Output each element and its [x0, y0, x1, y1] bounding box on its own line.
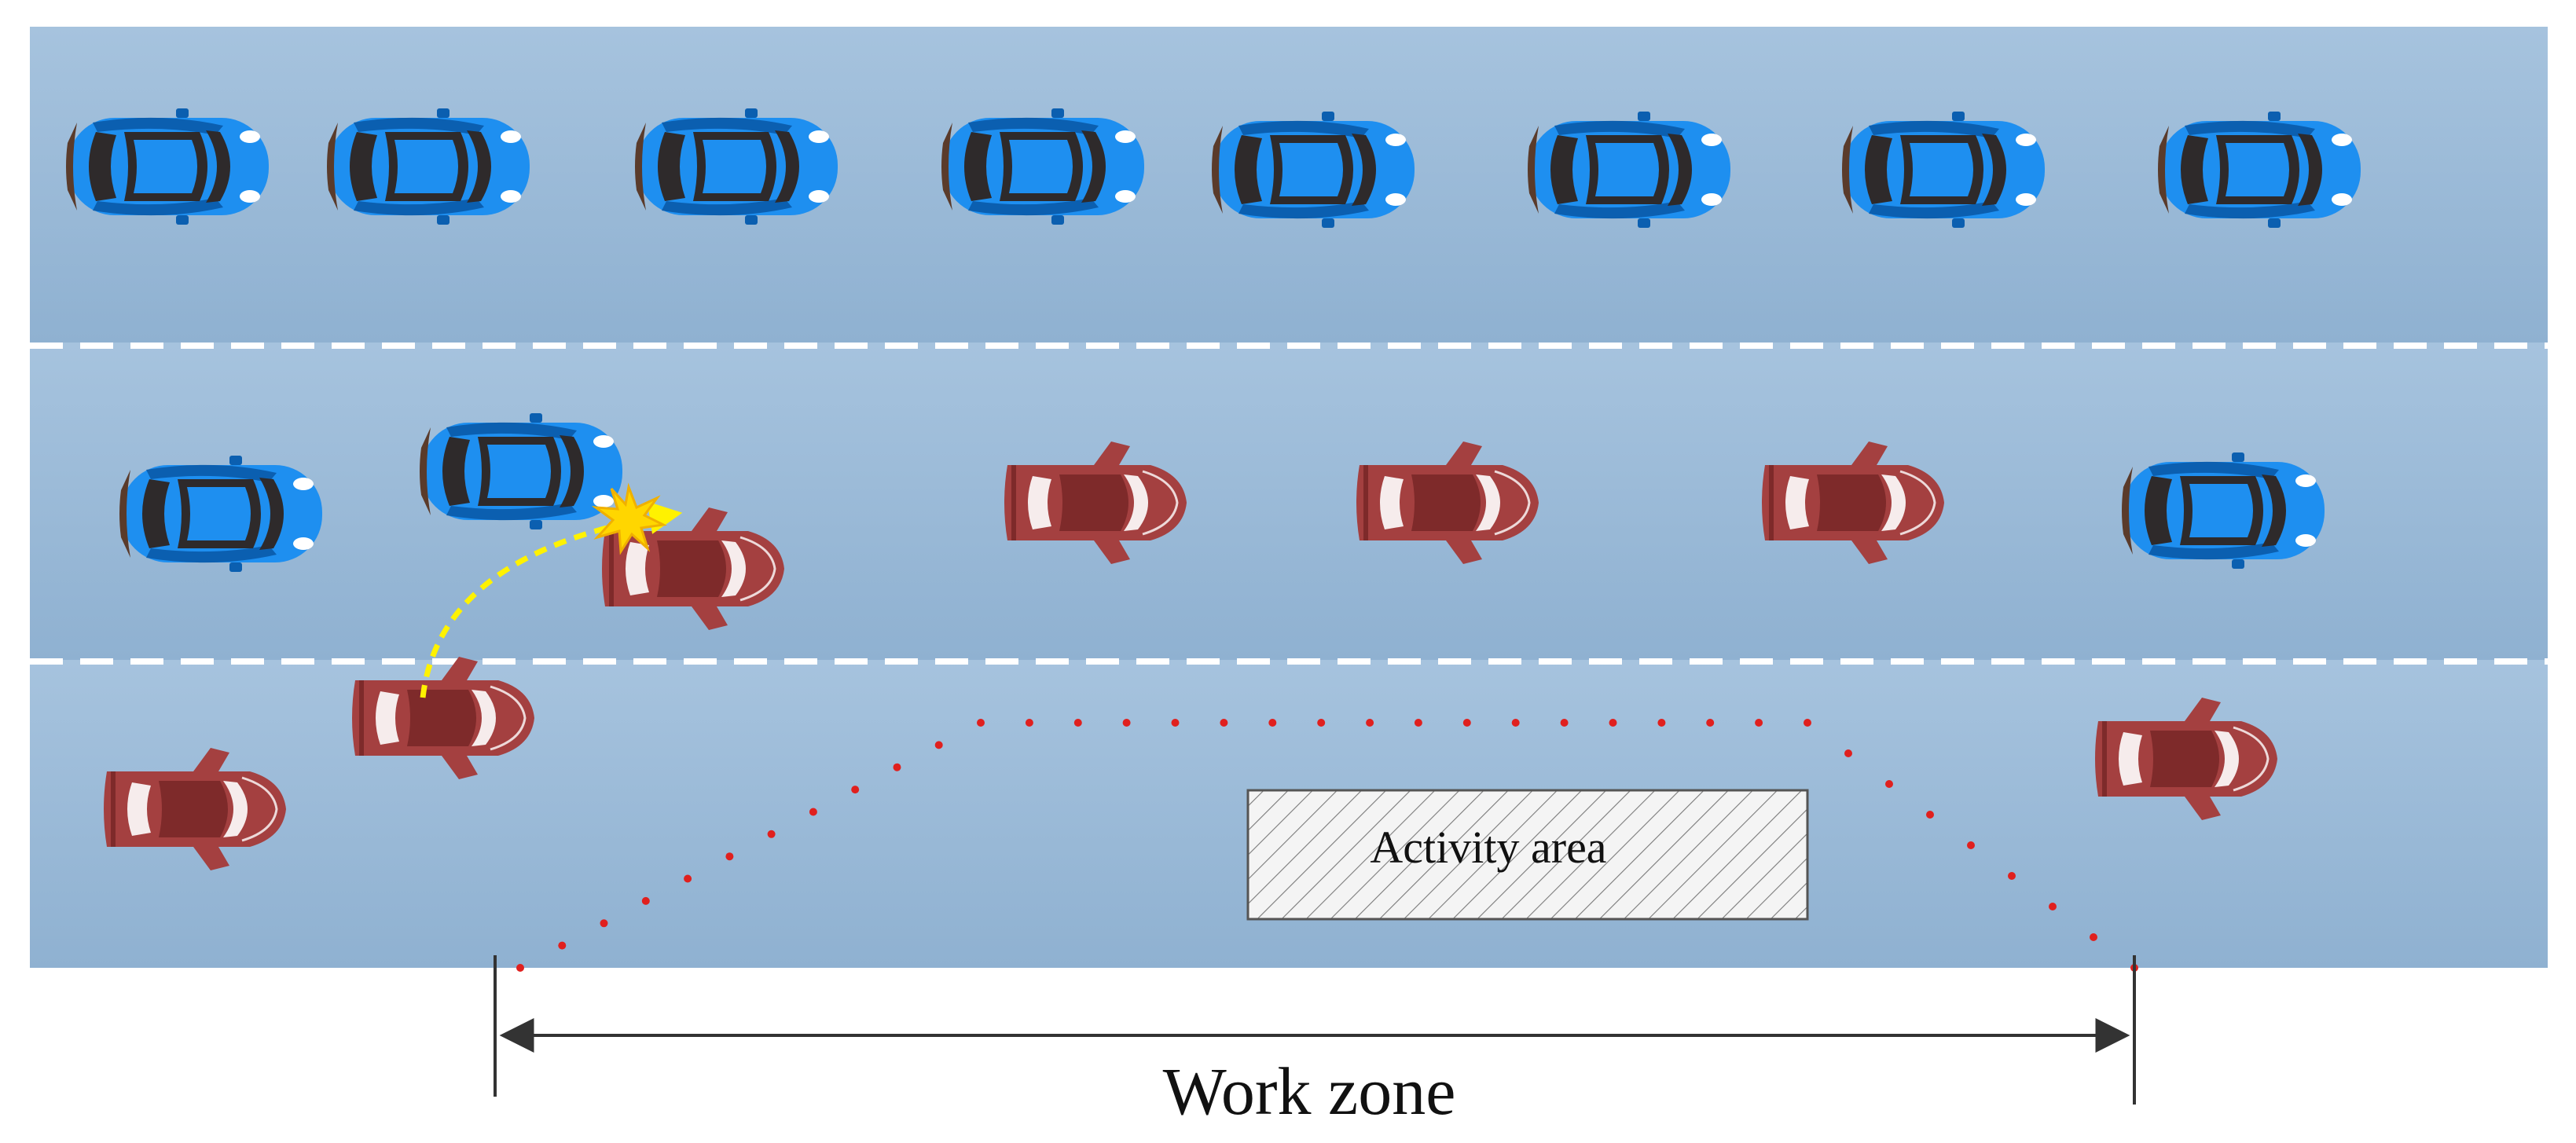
taper-dot	[600, 919, 608, 928]
taper-dot	[1755, 719, 1763, 727]
taper-dot	[1511, 719, 1520, 727]
taper-dot	[1462, 719, 1471, 727]
activity-area-box	[1246, 789, 1809, 921]
blue-car-icon	[2122, 452, 2325, 569]
taper-dot	[1885, 780, 1893, 788]
blue-car-icon	[1842, 112, 2045, 228]
blue-car-icon	[119, 456, 322, 572]
taper-dot	[1560, 719, 1569, 727]
taper-dot	[1220, 719, 1228, 727]
taper-dot	[1609, 719, 1617, 727]
taper-dot	[1171, 719, 1180, 727]
taper-dot	[934, 741, 943, 749]
merge-trajectory	[420, 485, 683, 698]
taper-dot	[1657, 719, 1666, 727]
blue-car-icon	[327, 108, 530, 225]
work-zone-dimension: Work zone	[494, 955, 2136, 1129]
blue-car-icon	[635, 108, 838, 225]
taper-dot	[2090, 933, 2097, 941]
activity-area: Activity area	[1246, 789, 1809, 921]
taper-dot	[1706, 719, 1715, 727]
taper-dot	[558, 941, 567, 950]
taper-dot	[809, 808, 817, 816]
blue-car-icon	[2158, 112, 2361, 228]
taper-dot	[1366, 719, 1374, 727]
taper-dot	[516, 964, 524, 972]
taper-dot	[1025, 719, 1033, 727]
taper-dot	[1268, 719, 1277, 727]
taper-dot	[684, 874, 692, 883]
blue-car-icon	[1528, 112, 1730, 228]
taper-dot	[641, 896, 650, 905]
taper-dot	[1414, 719, 1422, 727]
work-zone-taper	[516, 719, 2138, 972]
taper-dot	[851, 786, 860, 794]
taper-dot	[893, 763, 901, 771]
taper-dot	[1317, 719, 1326, 727]
work-zone-label: Work zone	[1163, 1053, 1456, 1129]
taper-dot	[1926, 811, 1934, 819]
taper-dot	[2008, 872, 2016, 880]
taper-dot	[1804, 719, 1811, 727]
taper-dot	[1073, 719, 1082, 727]
taper-dot	[2049, 903, 2057, 910]
activity-area-label: Activity area	[1370, 822, 1606, 873]
blue-car-icon	[66, 108, 269, 225]
taper-dot	[1844, 749, 1852, 757]
taper-dot	[1122, 719, 1131, 727]
taper-dot	[1967, 841, 1975, 849]
blue-car-icon	[941, 108, 1144, 225]
taper-dot	[725, 852, 734, 861]
blue-car-icon	[420, 413, 622, 529]
blue-car-icon	[1212, 112, 1415, 228]
taper-dot	[977, 719, 985, 727]
taper-dot	[767, 830, 776, 838]
